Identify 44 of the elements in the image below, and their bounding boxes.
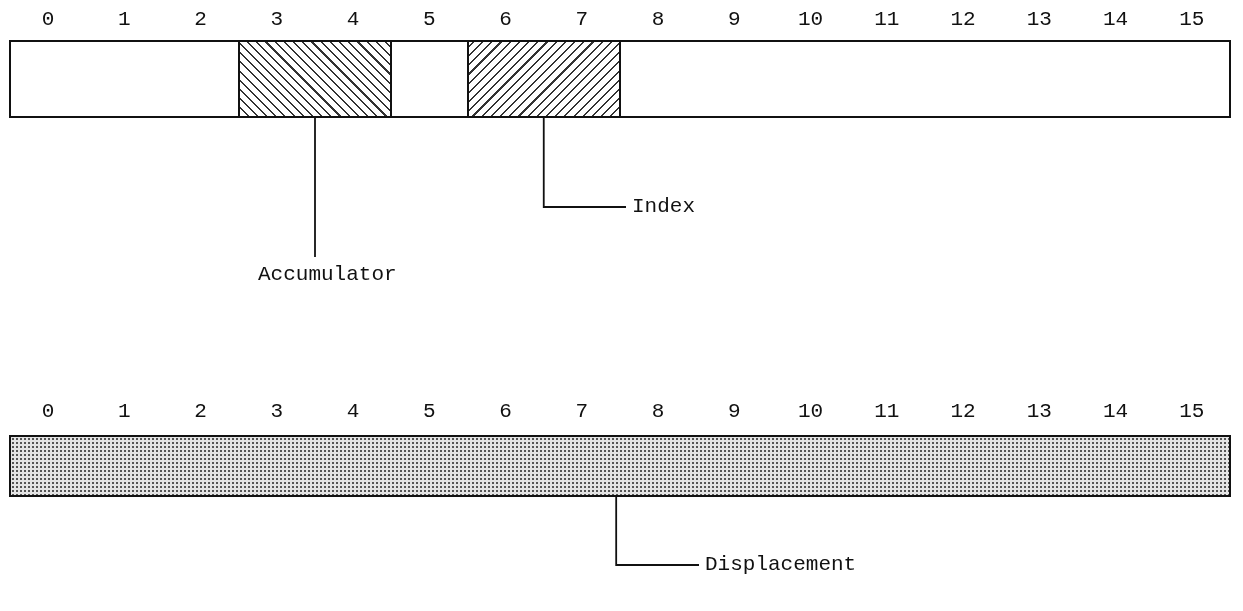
bit-number: 0 <box>41 400 55 424</box>
bit-number: 7 <box>575 8 589 32</box>
bit-number: 2 <box>194 8 207 32</box>
stippled-word-bar <box>9 435 1231 497</box>
bit-number: 12 <box>950 8 976 32</box>
field-label: Accumulator <box>258 263 397 287</box>
bit-number: 0 <box>41 8 55 32</box>
field-segment <box>619 40 1231 118</box>
bit-number: 7 <box>575 400 589 424</box>
bit-number: 8 <box>651 400 665 424</box>
bit-number: 14 <box>1103 400 1129 424</box>
bit-number: 12 <box>950 400 976 424</box>
bit-number: 8 <box>651 8 665 32</box>
bit-number: 15 <box>1179 8 1205 32</box>
bit-number: 4 <box>346 400 360 424</box>
bit-number: 13 <box>1026 8 1052 32</box>
bit-number: 10 <box>798 8 824 32</box>
bit-number: 14 <box>1103 8 1129 32</box>
bit-number: 11 <box>874 400 900 424</box>
bit-number: 6 <box>499 400 512 424</box>
bit-number: 9 <box>728 400 741 424</box>
bit-number: 10 <box>798 400 824 424</box>
field-label: Index <box>632 195 695 219</box>
bit-number: 13 <box>1026 400 1052 424</box>
leader-line <box>615 496 700 566</box>
leader-line <box>314 117 316 258</box>
field-label: Displacement <box>705 553 857 577</box>
bit-number: 3 <box>270 400 284 424</box>
bit-number: 1 <box>118 8 131 32</box>
bit-number: 2 <box>194 400 207 424</box>
bit-number: 6 <box>499 8 512 32</box>
field-segment <box>9 40 240 118</box>
bit-number: 3 <box>270 8 284 32</box>
bit-number: 4 <box>346 8 360 32</box>
leader-line <box>542 117 627 208</box>
hatched-field-segment <box>466 40 621 118</box>
bit-number: 5 <box>423 400 436 424</box>
bit-number: 15 <box>1179 400 1205 424</box>
bit-number: 1 <box>118 400 131 424</box>
bit-number: 11 <box>874 8 900 32</box>
hatched-field-segment <box>237 40 393 118</box>
bit-number: 9 <box>728 8 741 32</box>
field-segment <box>390 40 469 118</box>
bit-number: 5 <box>423 8 436 32</box>
